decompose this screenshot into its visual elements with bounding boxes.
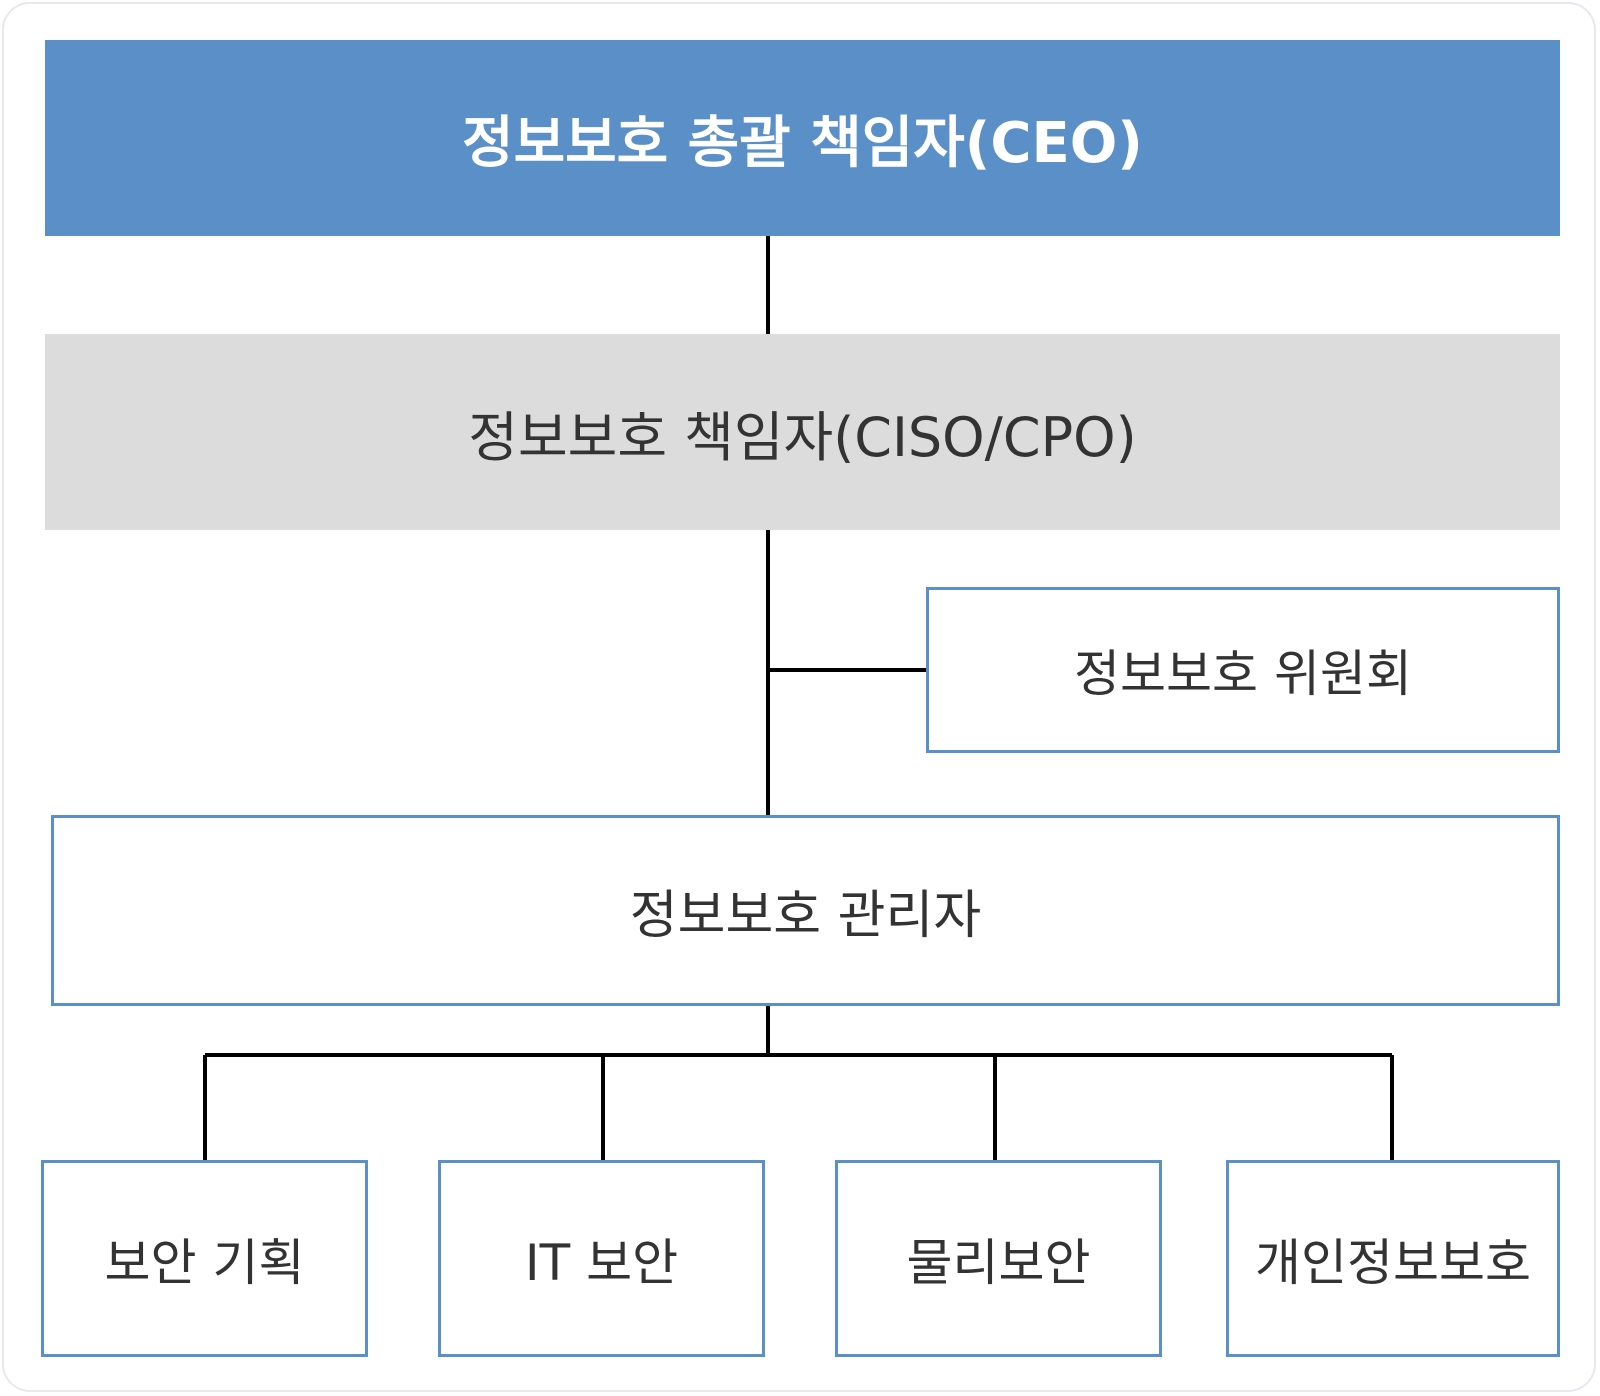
team-label: 개인정보보호 bbox=[1255, 1233, 1531, 1292]
team-box-security-planning: 보안 기획 bbox=[41, 1160, 368, 1357]
team-label: 물리보안 bbox=[906, 1233, 1091, 1292]
ceo-label: 정보보호 총괄 책임자(CEO) bbox=[462, 110, 1143, 176]
committee-label: 정보보호 위원회 bbox=[1074, 645, 1412, 703]
team-box-physical-security: 물리보안 bbox=[835, 1160, 1162, 1357]
ceo-box: 정보보호 총괄 책임자(CEO) bbox=[45, 40, 1560, 236]
team-box-privacy: 개인정보보호 bbox=[1226, 1160, 1560, 1357]
manager-box: 정보보호 관리자 bbox=[51, 815, 1560, 1006]
ciso-box: 정보보호 책임자(CISO/CPO) bbox=[45, 334, 1560, 530]
team-label: IT 보안 bbox=[524, 1233, 679, 1292]
manager-label: 정보보호 관리자 bbox=[629, 886, 982, 946]
team-box-it-security: IT 보안 bbox=[438, 1160, 765, 1357]
committee-box: 정보보호 위원회 bbox=[926, 587, 1560, 753]
ciso-label: 정보보호 책임자(CISO/CPO) bbox=[468, 405, 1137, 469]
team-label: 보안 기획 bbox=[104, 1233, 305, 1292]
